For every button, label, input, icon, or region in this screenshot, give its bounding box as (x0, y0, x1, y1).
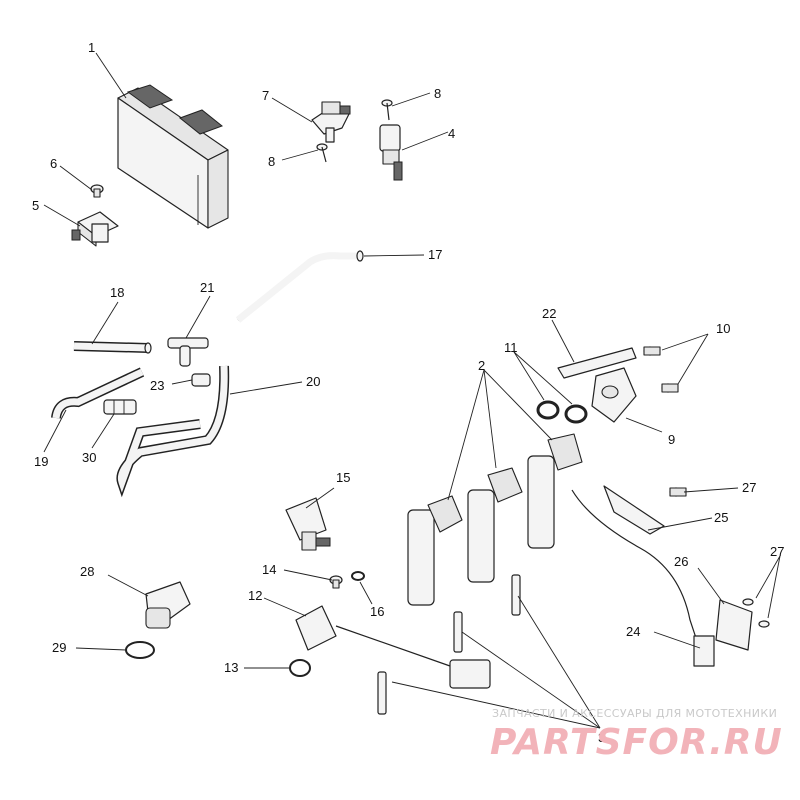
callout-29: 29 (52, 640, 66, 655)
screw-8-left (316, 143, 328, 163)
sensor-9 (591, 367, 637, 423)
bolt-27-top (669, 487, 687, 497)
sensor-4 (379, 124, 403, 181)
watermark-tagline: ЗАПЧАСТИ И АКСЕССУАРЫ ДЛЯ МОТОТЕХНИКИ (492, 707, 777, 720)
callout-20: 20 (306, 374, 320, 389)
bolt-14 (329, 575, 343, 589)
bolt-6 (90, 184, 104, 198)
bolt-10-bottom (661, 383, 679, 393)
callout-25: 25 (714, 510, 728, 525)
watermark-brand: PARTSFOR.RU (490, 722, 783, 763)
callout-4: 4 (448, 126, 455, 141)
spark-plug-1 (453, 611, 463, 653)
callout-1: 1 (88, 40, 95, 55)
clip-30 (103, 399, 137, 415)
cap-28 (145, 581, 191, 629)
callout-21: 21 (200, 280, 214, 295)
leader-lines (43, 52, 781, 729)
bracket-22 (557, 347, 637, 379)
callout-3: 3 (598, 730, 605, 745)
sensor-5 (71, 211, 119, 247)
callout-9: 9 (668, 432, 675, 447)
clip-23 (191, 373, 211, 387)
bolt-10-top (643, 346, 661, 356)
sensor-harness-24 (571, 489, 715, 667)
callout-30: 30 (82, 450, 96, 465)
ignition-coil-3 (527, 433, 583, 549)
ignition-coil-1 (407, 495, 463, 606)
tee-fitting-21 (167, 337, 209, 367)
sensor-7 (311, 101, 351, 143)
callout-15: 15 (336, 470, 350, 485)
hose-17 (235, 250, 364, 323)
callout-22: 22 (542, 306, 556, 321)
callout-19: 19 (34, 454, 48, 469)
bracket-26 (715, 599, 753, 651)
callout-16: 16 (370, 604, 384, 619)
callout-24: 24 (626, 624, 640, 639)
hose-20 (116, 365, 230, 498)
callout-6: 6 (50, 156, 57, 171)
callout-8-left: 8 (268, 154, 275, 169)
callout-8-right: 8 (434, 86, 441, 101)
ecu-module (117, 84, 229, 229)
callout-28: 28 (80, 564, 94, 579)
callout-10: 10 (716, 321, 730, 336)
callout-14: 14 (262, 562, 276, 577)
callout-27-top: 27 (742, 480, 756, 495)
screw-8-right (381, 99, 393, 121)
callout-7: 7 (262, 88, 269, 103)
washer-16 (351, 571, 365, 581)
hose-18 (73, 341, 152, 354)
o-ring-13 (289, 659, 311, 677)
spark-plug-3 (377, 671, 387, 715)
callout-23: 23 (150, 378, 164, 393)
callout-26: 26 (674, 554, 688, 569)
spark-plug-2 (511, 574, 521, 616)
callout-27-right: 27 (770, 544, 784, 559)
callout-2: 2 (478, 358, 485, 373)
callout-12: 12 (248, 588, 262, 603)
callout-13: 13 (224, 660, 238, 675)
sensor-12 (295, 605, 491, 689)
callout-17: 17 (428, 247, 442, 262)
bracket-25 (603, 485, 665, 535)
callout-5: 5 (32, 198, 39, 213)
o-ring-29 (125, 641, 155, 659)
callout-18: 18 (110, 285, 124, 300)
o-rings-11 (536, 400, 588, 424)
sensor-15 (285, 497, 331, 551)
hose-19 (51, 367, 145, 419)
bolt-27-a (742, 598, 754, 606)
callout-11: 11 (504, 340, 518, 355)
ignition-coil-2 (467, 467, 523, 583)
bolt-27-b (758, 620, 770, 628)
